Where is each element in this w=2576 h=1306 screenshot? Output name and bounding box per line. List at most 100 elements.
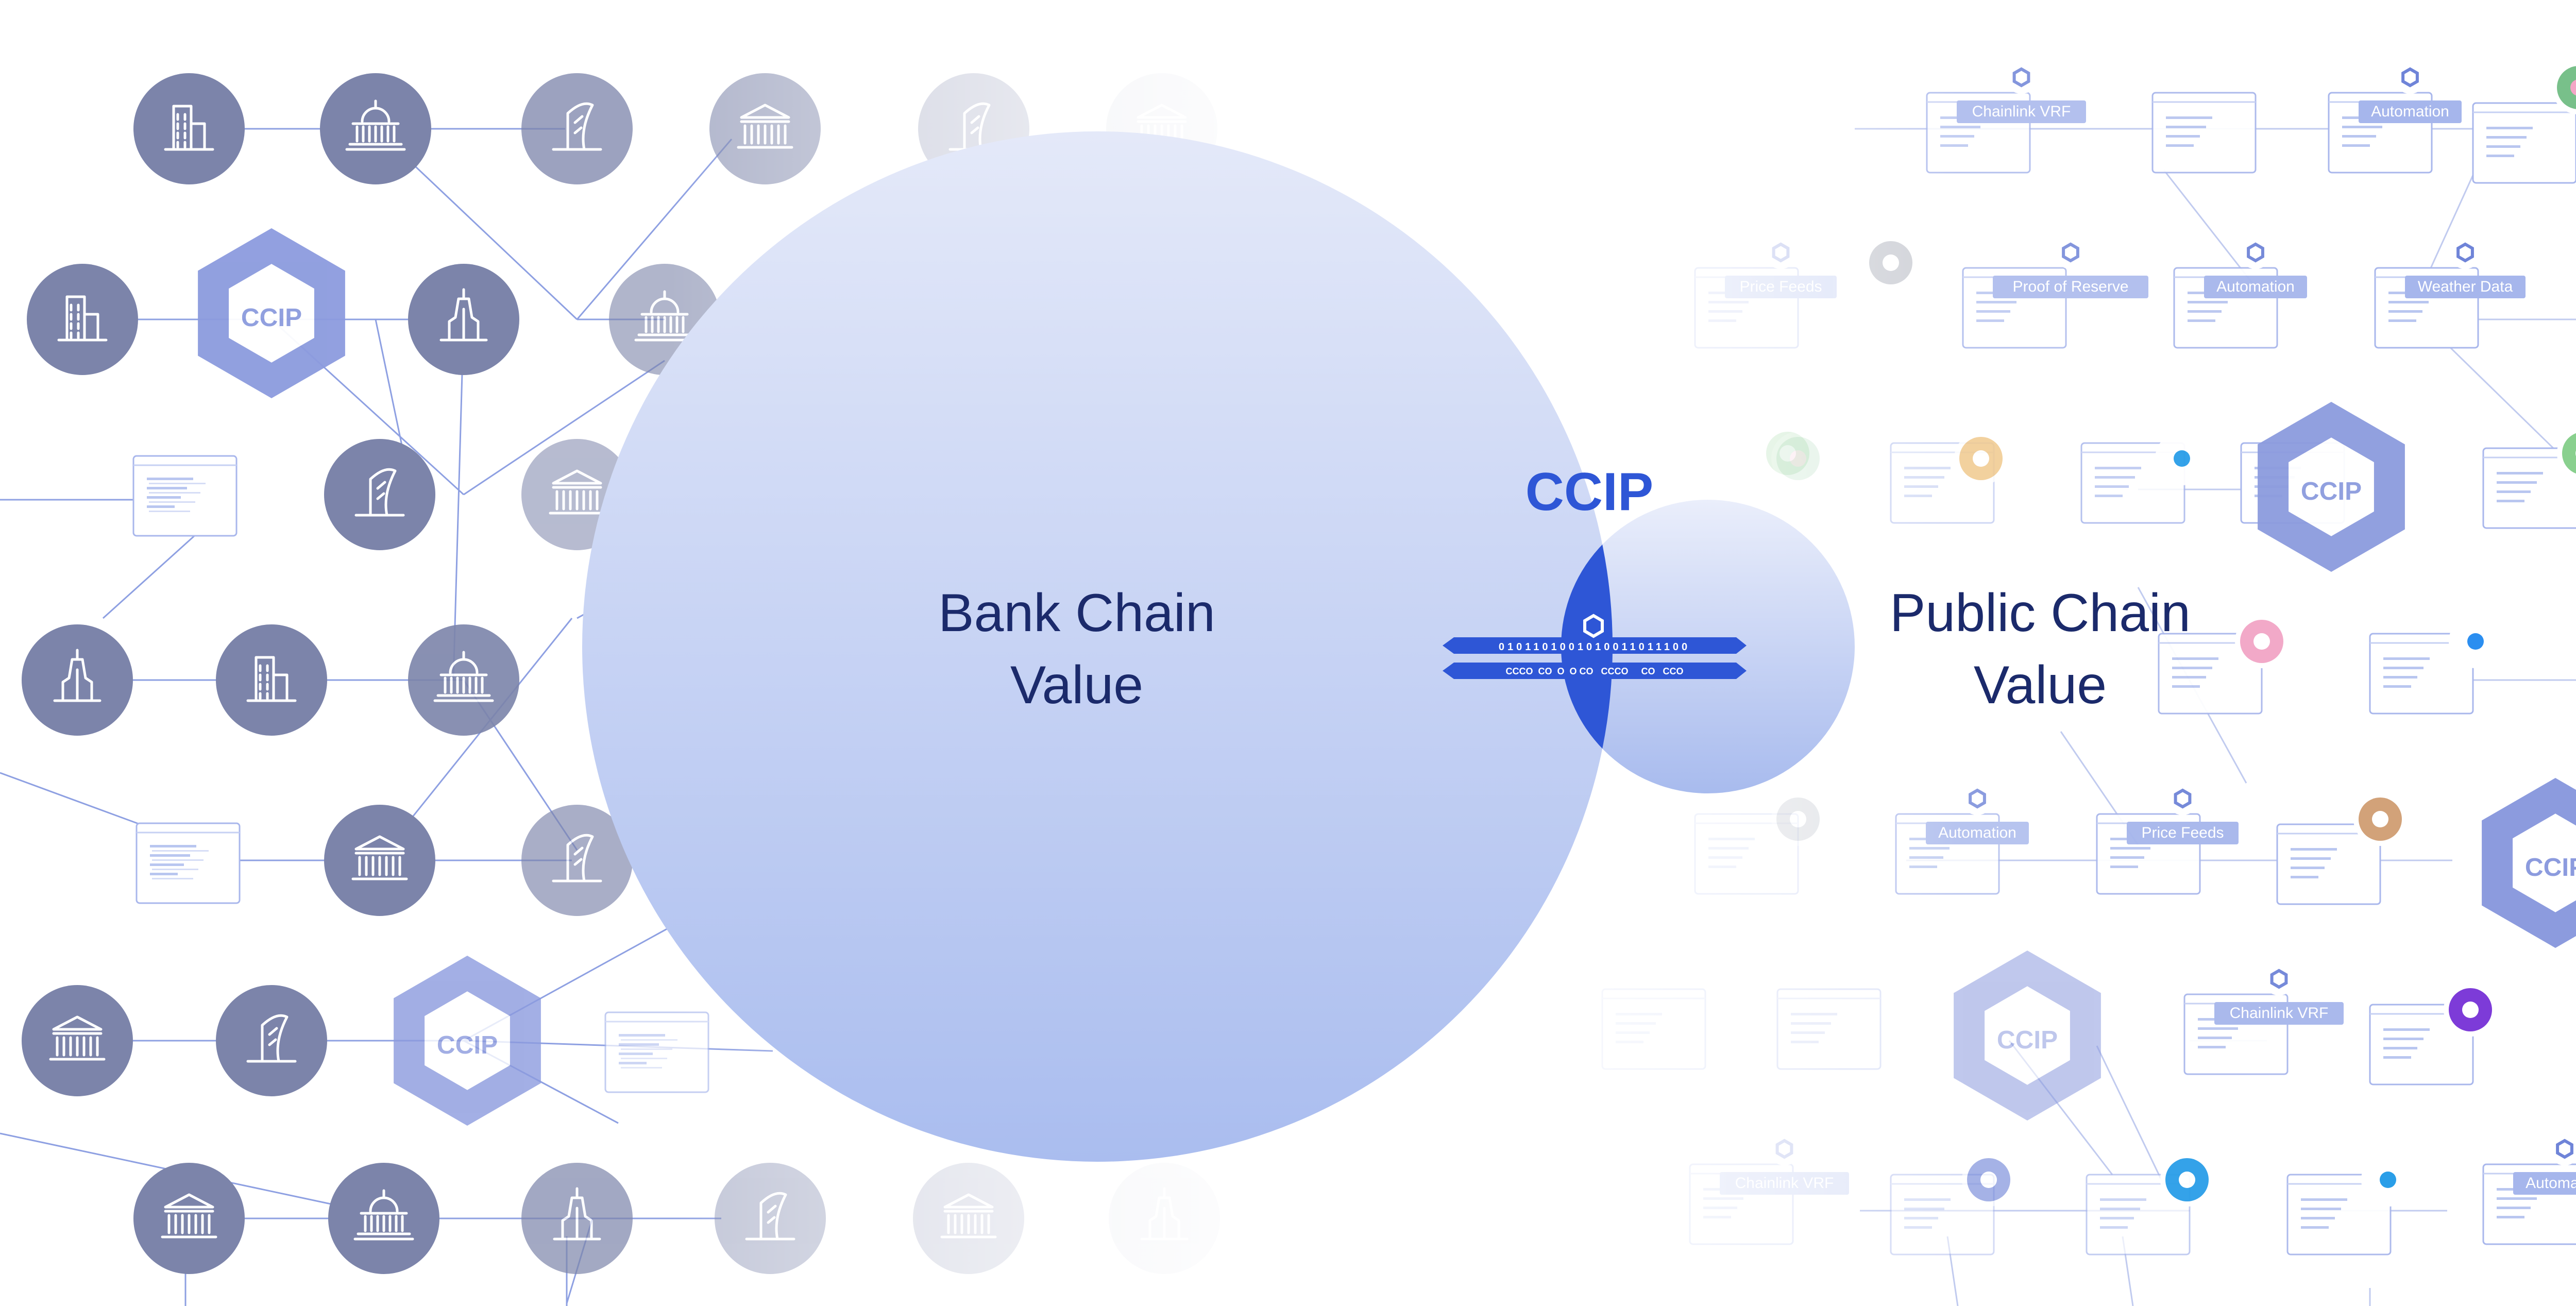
service-card: Chainlink VRF bbox=[2183, 962, 2344, 1075]
chainlink-icon bbox=[2449, 236, 2482, 269]
capitol-icon bbox=[345, 99, 406, 151]
bank-node bbox=[408, 624, 519, 736]
sail-icon bbox=[354, 468, 405, 517]
service-label-badge: Automation bbox=[2513, 1172, 2576, 1195]
token-arrow bbox=[1443, 663, 1747, 679]
contract-card bbox=[135, 822, 241, 904]
public-chain-label-line1: Public Chain bbox=[1890, 583, 2191, 643]
bitcoin-icon bbox=[1954, 432, 2008, 485]
bunny-icon bbox=[2353, 792, 2407, 846]
bank-node bbox=[216, 624, 327, 736]
token-stream-text: CCCO CO O O CO CCCO CO CCO bbox=[1505, 666, 1683, 676]
service-card: Price Feeds bbox=[2096, 782, 2239, 895]
robot-icon bbox=[1962, 1153, 2015, 1207]
bank-node bbox=[324, 805, 435, 916]
ccip-title: CCIP bbox=[1526, 462, 1653, 522]
bank-node bbox=[324, 439, 435, 550]
chat-bubble-icon bbox=[2449, 615, 2502, 668]
tower-icon bbox=[439, 288, 488, 342]
chainlink-icon bbox=[1583, 614, 1604, 638]
service-label: Chainlink VRF bbox=[1972, 103, 2071, 120]
service-label: Price Feeds bbox=[2141, 824, 2224, 841]
chainlink-icon bbox=[1961, 782, 1994, 815]
bank-node bbox=[133, 73, 245, 184]
bank-node bbox=[22, 624, 133, 736]
office-icon bbox=[57, 295, 108, 342]
chainlink-icon bbox=[2394, 61, 2427, 94]
ccip-hex-badge: CCIP bbox=[1954, 951, 2101, 1121]
bank-node bbox=[22, 985, 133, 1096]
pill-icon bbox=[2235, 615, 2289, 668]
service-card: Automation bbox=[2482, 1132, 2576, 1245]
service-label: Proof of Reserve bbox=[2012, 278, 2128, 295]
contract-card bbox=[132, 455, 238, 537]
bank-node bbox=[328, 1163, 439, 1274]
binary-stream-text: 0101101001010011011100 bbox=[1499, 641, 1690, 653]
bank-node bbox=[521, 73, 633, 184]
bank-chain-circle bbox=[582, 131, 1613, 1162]
service-label: Weather Data bbox=[2418, 278, 2513, 295]
service-label: Automation bbox=[2216, 278, 2295, 295]
ring-icon bbox=[2557, 428, 2576, 479]
ccip-badge-label: CCIP bbox=[2525, 853, 2576, 881]
capitol-icon bbox=[353, 1189, 414, 1241]
bank-node bbox=[216, 985, 327, 1096]
bank-icon bbox=[351, 835, 408, 880]
chainlink-icon bbox=[2239, 236, 2272, 269]
office-icon bbox=[164, 105, 214, 151]
chainlink-icon bbox=[2262, 962, 2296, 995]
binary-arrow bbox=[1443, 637, 1747, 654]
service-label-badge: Weather Data bbox=[2405, 276, 2526, 298]
ccip-hex-badge: CCIP bbox=[394, 956, 541, 1126]
service-label: Automation bbox=[2526, 1175, 2576, 1192]
service-label: Automation bbox=[2371, 103, 2449, 120]
service-card bbox=[2086, 1174, 2191, 1256]
service-card: Proof of Reserve bbox=[1962, 236, 2148, 349]
bank-chain-label-line2: Value bbox=[1010, 655, 1143, 715]
service-card: Weather Data bbox=[2374, 236, 2526, 349]
sail-icon bbox=[552, 102, 602, 151]
bank-node bbox=[133, 1163, 245, 1274]
service-card bbox=[2151, 92, 2257, 174]
service-label-badge: Automation bbox=[2359, 100, 2462, 123]
service-label-badge: Proof of Reserve bbox=[1993, 276, 2148, 298]
donut-icon bbox=[2552, 61, 2576, 114]
ccip-badge-label: CCIP bbox=[2301, 477, 2362, 505]
service-label-badge: Chainlink VRF bbox=[2214, 1002, 2344, 1025]
service-card bbox=[2472, 102, 2576, 184]
ccip-hex-badge: CCIP bbox=[2482, 778, 2576, 948]
chainlink-icon bbox=[2166, 782, 2199, 815]
bank-icon bbox=[161, 1193, 217, 1239]
service-label-badge: Price Feeds bbox=[2127, 822, 2239, 844]
service-label-badge: Chainlink VRF bbox=[1957, 100, 2086, 123]
shuffle-icon bbox=[2155, 432, 2209, 485]
venn-group: Bank Chain Value Public Chain Value CCIP… bbox=[582, 131, 2191, 1162]
ccip-badge-label: CCIP bbox=[437, 1031, 498, 1059]
service-card bbox=[2482, 447, 2576, 529]
sail-icon bbox=[552, 834, 602, 883]
chainlink-icon bbox=[2005, 61, 2038, 94]
tower-icon bbox=[553, 1187, 601, 1241]
ccip-badge-label: CCIP bbox=[1997, 1026, 2058, 1054]
service-label: Chainlink VRF bbox=[2230, 1005, 2329, 1022]
service-card: Automation bbox=[2328, 61, 2462, 174]
service-label-badge: Automation bbox=[2204, 276, 2307, 298]
bank-node bbox=[521, 1163, 633, 1274]
bank-icon bbox=[549, 469, 605, 515]
service-card bbox=[2369, 633, 2474, 715]
bank-chain-label-line1: Bank Chain bbox=[938, 583, 1215, 643]
bank-node bbox=[408, 264, 519, 375]
shuffle-icon bbox=[2361, 1153, 2415, 1207]
ccip-hex-badge: CCIP bbox=[198, 228, 345, 398]
sushi-icon bbox=[2160, 1153, 2214, 1207]
bank-icon bbox=[49, 1015, 106, 1061]
bank-node bbox=[27, 264, 138, 375]
ccip-badge-label: CCIP bbox=[241, 303, 302, 332]
sail-icon bbox=[246, 1014, 297, 1063]
chainlink-icon bbox=[2054, 236, 2087, 269]
data-stream-arrows: 0101101001010011011100 CCCO CO O O CO CC… bbox=[1443, 614, 1747, 679]
service-card: Automation bbox=[2173, 236, 2307, 349]
office-icon bbox=[246, 656, 297, 702]
